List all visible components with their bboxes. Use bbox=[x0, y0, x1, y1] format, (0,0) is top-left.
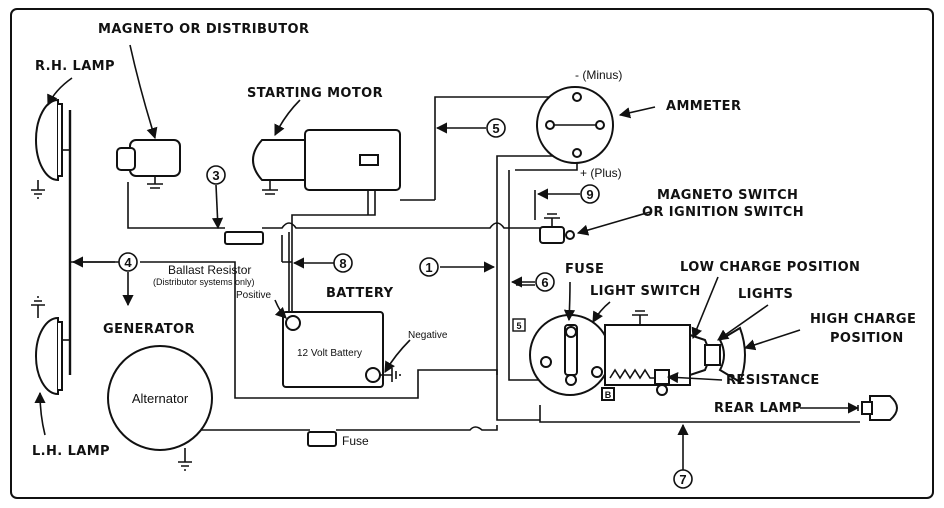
label-ballast-note: (Distributor systems only) bbox=[153, 277, 255, 287]
label-resistance: RESISTANCE bbox=[726, 373, 820, 388]
magneto bbox=[116, 139, 181, 189]
label-high-charge-1: HIGH CHARGE bbox=[810, 312, 916, 327]
label-minus: - (Minus) bbox=[575, 68, 622, 82]
label-rear-lamp: REAR LAMP bbox=[714, 401, 802, 416]
callout-1: 1 bbox=[419, 257, 439, 277]
label-positive: Positive bbox=[236, 290, 271, 301]
label-light-switch: LIGHT SWITCH bbox=[590, 284, 701, 299]
callout-numbers: 1 3 4 5 6 7 8 9 bbox=[118, 118, 693, 489]
rear-lamp bbox=[857, 395, 898, 421]
leader-arrows bbox=[34, 44, 860, 470]
diagram-frame bbox=[10, 8, 934, 499]
ammeter bbox=[536, 86, 614, 164]
callout-4: 4 bbox=[118, 252, 138, 272]
terminal-b-label: B bbox=[605, 390, 612, 400]
callout-7: 7 bbox=[673, 469, 693, 489]
svg-text:5: 5 bbox=[492, 121, 499, 136]
svg-text:5: 5 bbox=[516, 321, 521, 331]
svg-text:6: 6 bbox=[541, 275, 548, 290]
callout-5: 5 bbox=[486, 118, 506, 138]
battery bbox=[282, 311, 401, 388]
label-fuse-top: FUSE bbox=[565, 262, 604, 277]
starting-motor bbox=[252, 129, 401, 195]
ballast-resistor bbox=[224, 231, 264, 245]
label-ammeter: AMMETER bbox=[666, 99, 741, 114]
label-lights: LIGHTS bbox=[738, 287, 793, 302]
lh-lamp bbox=[31, 296, 63, 396]
label-magneto-switch-2: OR IGNITION SWITCH bbox=[642, 205, 804, 220]
label-lh-lamp: L.H. LAMP bbox=[32, 444, 110, 459]
label-plus: + (Plus) bbox=[580, 166, 622, 180]
callout-8: 8 bbox=[333, 253, 353, 273]
svg-text:B: B bbox=[605, 390, 612, 400]
labels: MAGNETO OR DISTRIBUTOR R.H. LAMP STARTIN… bbox=[32, 22, 916, 459]
label-battery: BATTERY bbox=[326, 286, 394, 301]
callout-3: 3 bbox=[206, 165, 226, 185]
svg-text:4: 4 bbox=[124, 255, 132, 270]
label-low-charge: LOW CHARGE POSITION bbox=[680, 260, 860, 275]
svg-text:8: 8 bbox=[339, 256, 346, 271]
alternator bbox=[107, 345, 213, 471]
label-negative: Negative bbox=[408, 330, 448, 341]
label-battery-inner: 12 Volt Battery bbox=[297, 348, 362, 359]
label-magneto-switch-1: MAGNETO SWITCH bbox=[657, 188, 798, 203]
callout-6: 6 bbox=[535, 272, 555, 292]
fuse-bottom bbox=[307, 431, 337, 447]
label-starting-motor: STARTING MOTOR bbox=[247, 86, 383, 101]
svg-text:7: 7 bbox=[679, 472, 686, 487]
light-switch bbox=[529, 310, 746, 401]
svg-text:3: 3 bbox=[212, 168, 219, 183]
label-generator: GENERATOR bbox=[103, 322, 195, 337]
label-magneto-distributor: MAGNETO OR DISTRIBUTOR bbox=[98, 22, 309, 37]
label-alternator: Alternator bbox=[132, 391, 189, 406]
svg-text:9: 9 bbox=[586, 187, 593, 202]
label-ballast-resistor: Ballast Resistor bbox=[168, 263, 251, 277]
svg-text:1: 1 bbox=[425, 260, 432, 275]
label-rh-lamp: R.H. LAMP bbox=[35, 59, 115, 74]
callout-9: 9 bbox=[580, 184, 600, 204]
rh-lamp bbox=[31, 98, 63, 199]
label-fuse-bottom: Fuse bbox=[342, 434, 369, 448]
magneto-switch bbox=[539, 213, 575, 244]
terminal-5-label: 5 bbox=[512, 318, 526, 332]
label-high-charge-2: POSITION bbox=[830, 331, 904, 346]
